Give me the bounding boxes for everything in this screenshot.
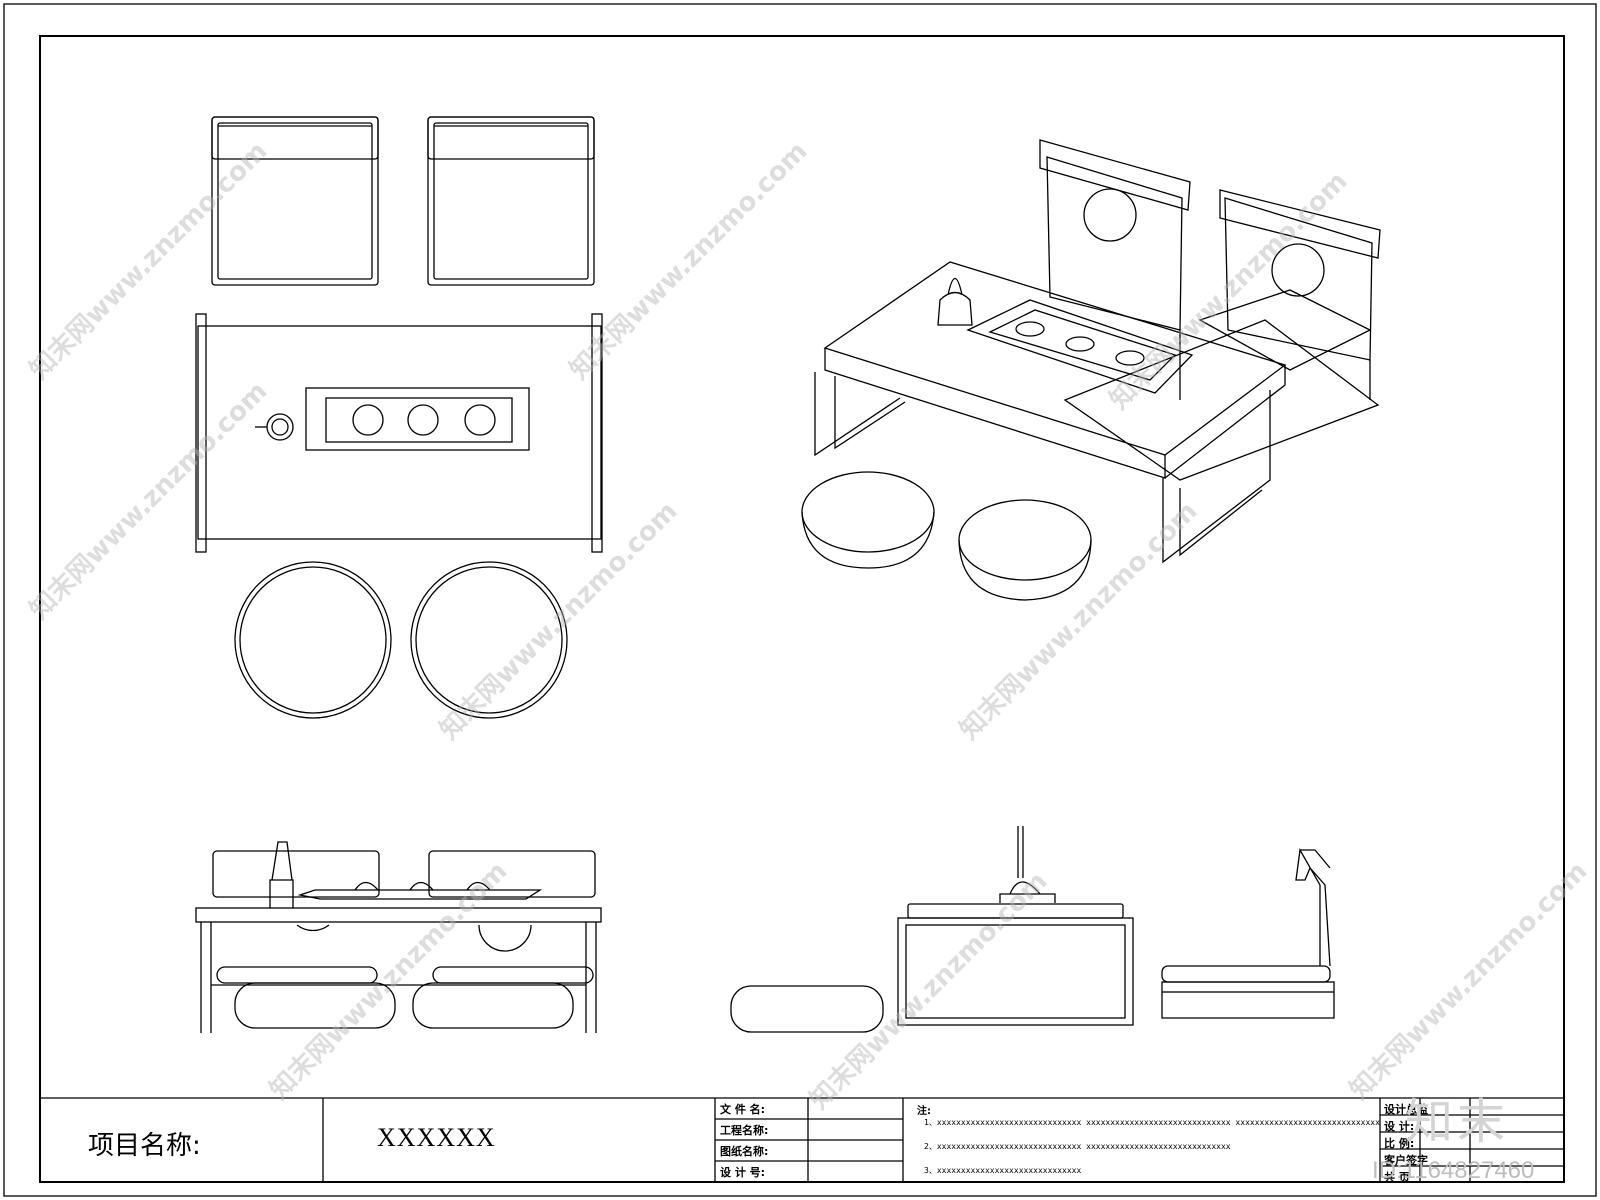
plan-view bbox=[195, 116, 603, 719]
client-signature-label: 客户签字 bbox=[1384, 1154, 1428, 1167]
front-elevation bbox=[195, 841, 602, 1033]
outer-border bbox=[3, 3, 1597, 1197]
notes-title: 注: bbox=[917, 1106, 931, 1117]
file-name-label: 文 件 名: bbox=[720, 1103, 766, 1116]
axonometric-view bbox=[801, 139, 1381, 601]
title-block-lines bbox=[40, 1097, 1564, 1182]
project-title-label: 工程名称: bbox=[720, 1124, 769, 1137]
project-name-label: 项目名称: bbox=[88, 1131, 201, 1161]
drawing-name-label: 图纸名称: bbox=[720, 1145, 769, 1158]
note-line-3: 3、xxxxxxxxxxxxxxxxxxxxxxxxxxxxxx bbox=[924, 1166, 1082, 1175]
side-elevation bbox=[730, 826, 1335, 1033]
scale-label: 比 例: bbox=[1384, 1137, 1415, 1150]
axo-cushions bbox=[801, 471, 1092, 601]
note-line-2: 2、xxxxxxxxxxxxxxxxxxxxxxxxxxxxxx xxxxxxx… bbox=[924, 1142, 1231, 1151]
plan-cushions bbox=[234, 561, 568, 719]
design-number-label: 设 计 号: bbox=[720, 1166, 766, 1179]
design-director-label: 设计总监 bbox=[1384, 1103, 1428, 1116]
note-line-1: 1、xxxxxxxxxxxxxxxxxxxxxxxxxxxxxx xxxxxxx… bbox=[924, 1118, 1380, 1127]
image-id-watermark: ID:1164827460 bbox=[1372, 1157, 1535, 1184]
axo-chair-back bbox=[1039, 139, 1381, 481]
inner-border bbox=[39, 35, 1565, 1183]
plan-tea-table bbox=[195, 313, 603, 553]
designer-label: 设 计: bbox=[1384, 1120, 1415, 1133]
project-name-value: XXXXXX bbox=[377, 1123, 496, 1152]
axo-tea-table bbox=[814, 261, 1287, 564]
plan-seat-2 bbox=[427, 116, 595, 286]
page-count-label: 共 页 bbox=[1384, 1171, 1410, 1184]
brand-watermark: 知末 bbox=[1405, 1094, 1510, 1150]
plan-seat-1 bbox=[211, 116, 379, 286]
